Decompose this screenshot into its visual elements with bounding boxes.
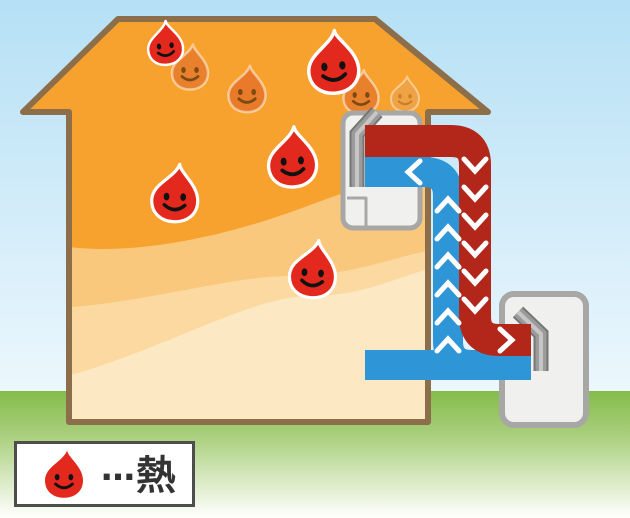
outdoor-unit <box>499 291 589 428</box>
up-chevron-icon <box>434 335 462 354</box>
down-chevron-icon <box>461 268 489 287</box>
indoor-duct-icon <box>349 106 383 187</box>
heat-drop-icon <box>150 162 200 224</box>
down-chevron-icon <box>461 212 489 231</box>
outdoor-duct-icon <box>512 306 549 371</box>
legend-heat-drop-icon <box>44 450 84 498</box>
down-chevron-icon <box>461 296 489 315</box>
up-chevron-icon <box>434 223 462 242</box>
legend: …熱 <box>14 441 195 507</box>
red-pipe <box>365 125 531 356</box>
down-chevron-icon <box>461 240 489 259</box>
red-flow-chevrons <box>461 156 516 354</box>
heat-drop-icon <box>146 19 185 67</box>
blue-pipe <box>365 157 531 380</box>
indoor-unit-fold <box>347 196 368 226</box>
down-chevron-icon <box>461 184 489 203</box>
left-chevron-icon <box>404 158 423 186</box>
blue-flow-chevrons <box>404 158 462 354</box>
heat-drop-icon <box>287 238 338 300</box>
heat-drop-icon <box>307 28 361 95</box>
legend-ellipsis: … <box>101 449 136 490</box>
heat-drop-icon <box>266 125 319 189</box>
up-chevron-icon <box>434 195 462 214</box>
heat-drops-layer <box>146 19 420 300</box>
house-outline <box>20 16 491 425</box>
heat-drop-icon <box>227 64 267 114</box>
wall-shade-band-4 <box>60 268 440 422</box>
heat-drop-icon <box>44 450 84 498</box>
up-chevron-icon <box>434 307 462 326</box>
up-chevron-icon <box>434 251 462 270</box>
down-chevron-icon <box>461 156 489 175</box>
legend-text: …熱 <box>101 452 176 496</box>
right-chevron-icon <box>497 326 516 354</box>
legend-label: 熱 <box>136 452 176 499</box>
up-chevron-icon <box>434 279 462 298</box>
